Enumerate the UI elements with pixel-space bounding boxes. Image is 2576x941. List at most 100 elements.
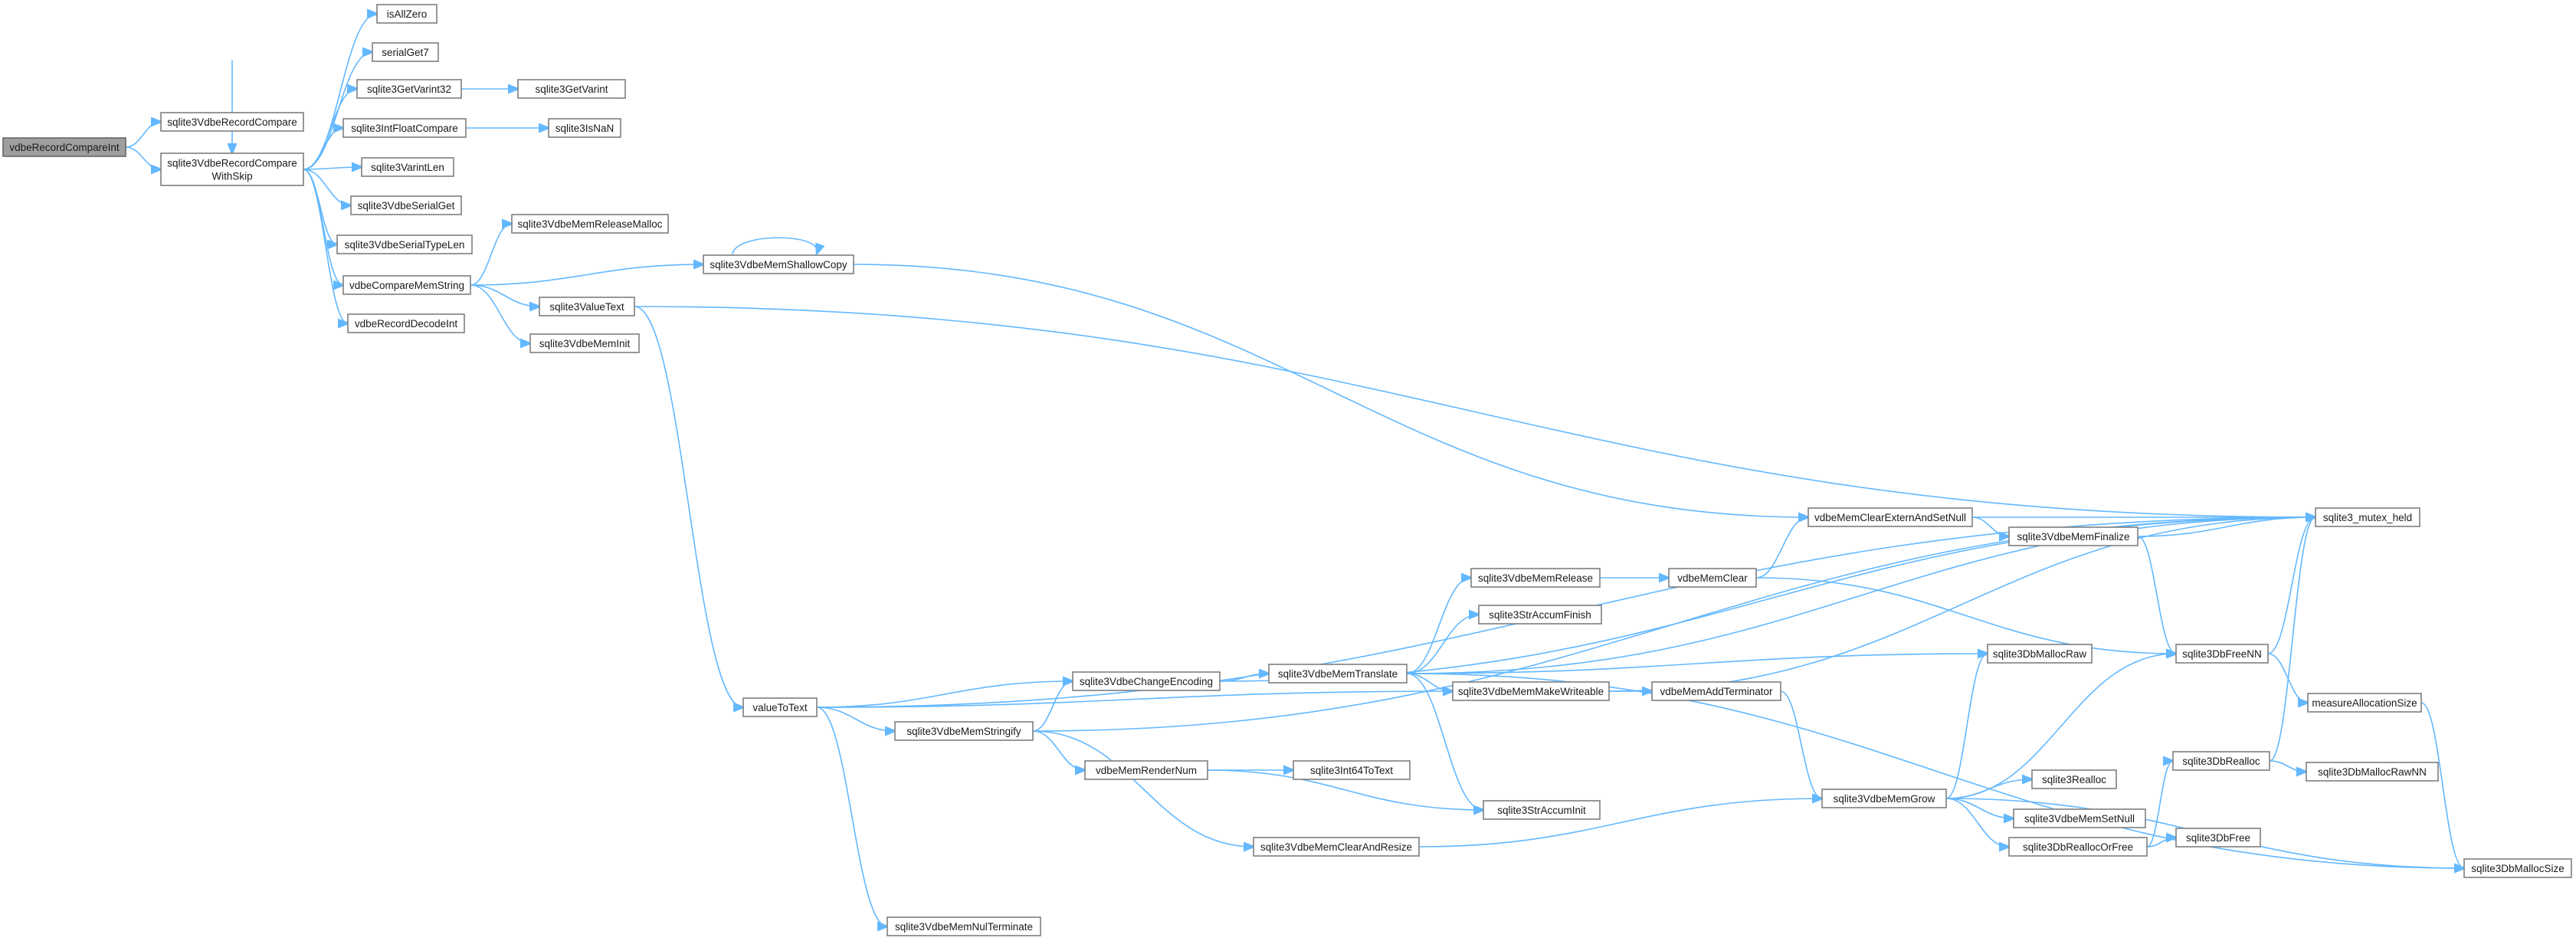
node-serial-type-len[interactable]: sqlite3VdbeSerialTypeLen (336, 234, 473, 254)
edge-db-free-nn-to-mutex-held (2267, 517, 2315, 654)
node-box (1821, 789, 1947, 808)
node-mem-finalize[interactable]: sqlite3VdbeMemFinalize (2008, 526, 2138, 546)
node-shallow-copy[interactable]: sqlite3VdbeMemShallowCopy (703, 254, 854, 274)
node-label: sqlite3VdbeSerialTypeLen (345, 239, 465, 251)
node-db-free-nn[interactable]: sqlite3DbFreeNN (2175, 644, 2269, 664)
edge-mem-finalize-to-db-free-nn (2137, 536, 2176, 654)
node-box (1293, 760, 1411, 780)
node-str-accum-finish[interactable]: sqlite3StrAccumFinish (1478, 605, 1602, 625)
node-mutex-held[interactable]: sqlite3_mutex_held (2315, 507, 2420, 527)
node-mem-grow[interactable]: sqlite3VdbeMemGrow (1821, 789, 1947, 808)
node-get-varint[interactable]: sqlite3GetVarint (517, 79, 626, 99)
node-box (2013, 808, 2146, 828)
edge-rcws-to-serial-get (303, 169, 351, 205)
node-db-realloc[interactable]: sqlite3DbRealloc (2172, 751, 2270, 771)
node-mem-init[interactable]: sqlite3VdbeMemInit (529, 333, 640, 353)
node-label: measureAllocationSize (2312, 697, 2417, 709)
node-label: sqlite3Realloc (2042, 774, 2106, 785)
edge-mem-grow-to-db-malloc-raw (1945, 654, 1988, 799)
node-make-writeable[interactable]: sqlite3VdbeMemMakeWriteable (1452, 681, 1610, 701)
node-label: sqlite3VarintLen (371, 162, 444, 173)
node-serial-get[interactable]: sqlite3VdbeSerialGet (350, 195, 462, 215)
node-box (2, 137, 126, 157)
node-add-term[interactable]: vdbeMemAddTerminator (1651, 681, 1781, 701)
node-change-enc[interactable]: sqlite3VdbeChangeEncoding (1072, 671, 1221, 691)
node-set-null[interactable]: sqlite3VdbeMemSetNull (2013, 808, 2146, 828)
node-int64-to-text[interactable]: sqlite3Int64ToText (1293, 760, 1411, 780)
node-label: sqlite3DbFree (2186, 832, 2250, 844)
edge (303, 169, 351, 205)
node-rc[interactable]: sqlite3VdbeRecordCompare (160, 112, 304, 132)
node-is-na-n[interactable]: sqlite3IsNaN (548, 118, 621, 138)
node-value-text[interactable]: sqlite3ValueText (539, 297, 635, 316)
edge-mem-grow-to-set-null (1945, 798, 2014, 818)
node-malloc-size[interactable]: sqlite3DbMallocSize (2463, 858, 2572, 878)
node-box (1452, 681, 1610, 701)
edge-value-to-text-to-make-writeable (816, 691, 1453, 708)
edge-rcws-to-decode-int (303, 169, 348, 323)
node-db-free[interactable]: sqlite3DbFree (2175, 828, 2261, 848)
edge-mem-translate-to-mem-release (1406, 578, 1471, 674)
node-int-float[interactable]: sqlite3IntFloatCompare (342, 118, 467, 138)
node-box (336, 234, 473, 254)
node-value-to-text[interactable]: valueToText (742, 697, 818, 717)
node-decode-int[interactable]: vdbeRecordDecodeInt (347, 313, 465, 333)
node-label: valueToText (752, 702, 808, 713)
edge (816, 681, 1073, 708)
edge-value-to-text-to-nul-term (816, 707, 887, 926)
node-clear-extern[interactable]: vdbeMemClearExternAndSetNull (1807, 507, 1973, 527)
node-cmp-mem-str[interactable]: vdbeCompareMemString (342, 275, 471, 295)
edge-mem-translate-to-str-accum-finish (1406, 615, 1479, 674)
node-rel-malloc[interactable]: sqlite3VdbeMemReleaseMalloc (511, 214, 669, 234)
edge (1971, 516, 2009, 536)
node-mem-release[interactable]: sqlite3VdbeMemRelease (1470, 568, 1601, 588)
edge-mem-grow-to-realloc-or-free (1945, 798, 2009, 847)
node-label: vdbeMemClearExternAndSetNull (1814, 512, 1966, 523)
node-get-varint32[interactable]: sqlite3GetVarint32 (356, 79, 462, 99)
node-layer: vdbeRecordCompareInt sqlite3VdbeRecordCom… (2, 4, 2572, 936)
edge (303, 169, 337, 244)
node-measure-alloc[interactable]: measureAllocationSize (2307, 693, 2422, 713)
node-render-num[interactable]: vdbeMemRenderNum (1084, 760, 1208, 780)
node-root[interactable]: vdbeRecordCompareInt (2, 137, 126, 157)
node-label: sqlite3DbFreeNN (2182, 648, 2262, 660)
node-str-accum-init[interactable]: sqlite3StrAccumInit (1483, 800, 1601, 820)
edge (1219, 674, 1269, 682)
node-db-malloc-raw[interactable]: sqlite3DbMallocRaw (1987, 644, 2093, 664)
node-realloc-or-free[interactable]: sqlite3DbReallocOrFree (2008, 837, 2148, 857)
node-box (1253, 837, 1420, 857)
edge-mem-grow-to-realloc (1945, 779, 2032, 799)
edge-value-to-text-to-change-enc (816, 681, 1073, 708)
node-label: sqlite3Int64ToText (1310, 765, 1393, 776)
node-label: sqlite3VdbeMemGrow (1834, 793, 1935, 805)
node-db-malloc-raw-nn[interactable]: sqlite3DbMallocRawNN (2306, 762, 2439, 782)
node-clear-resize[interactable]: sqlite3VdbeMemClearAndResize (1253, 837, 1420, 857)
node-label: sqlite3StrAccumInit (1497, 805, 1586, 816)
node-label: vdbeRecordCompareInt (9, 142, 120, 153)
edge-make-writeable-to-mutex-held (1608, 517, 2315, 692)
node-varint-len[interactable]: sqlite3VarintLen (361, 157, 454, 177)
node-mem-clear[interactable]: vdbeMemClear (1668, 568, 1757, 588)
node-nul-term[interactable]: sqlite3VdbeMemNulTerminate (887, 916, 1041, 936)
node-box (376, 4, 438, 24)
node-serial-get7[interactable]: serialGet7 (372, 42, 439, 62)
edge (470, 224, 512, 286)
node-stringify[interactable]: sqlite3VdbeMemStringify (894, 721, 1034, 741)
node-realloc[interactable]: sqlite3Realloc (2031, 769, 2117, 789)
edge-realloc-or-free-to-db-free (2146, 838, 2176, 848)
edge-root-to-rc (125, 122, 161, 148)
edge (303, 169, 343, 285)
edge-cmp-mem-str-to-value-text (470, 284, 539, 307)
node-label: sqlite3VdbeMemFinalize (2017, 531, 2129, 543)
edge (1032, 681, 1073, 732)
edge-realloc-or-free-to-db-realloc (2146, 761, 2173, 848)
node-box (529, 333, 640, 353)
edge-mem-translate-to-str-accum-init (1406, 673, 1483, 810)
node-mem-translate[interactable]: sqlite3VdbeMemTranslate (1268, 664, 1408, 684)
edge-db-realloc-to-db-malloc-raw-nn (2269, 760, 2306, 772)
node-label: sqlite3VdbeMemTranslate (1278, 668, 1398, 680)
node-is-all-zero[interactable]: isAllZero (376, 4, 438, 24)
node-box (1668, 568, 1757, 588)
